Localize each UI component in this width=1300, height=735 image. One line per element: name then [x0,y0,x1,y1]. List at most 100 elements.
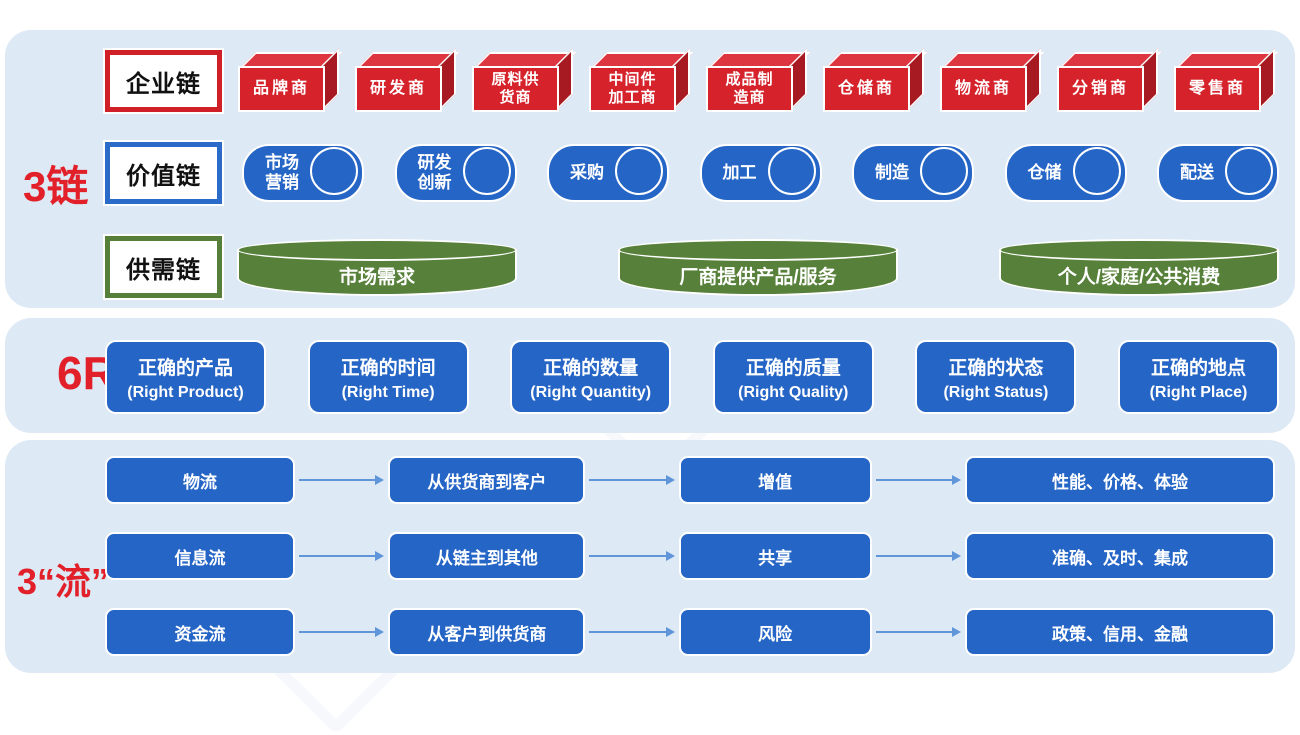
cylinder-cap [1072,147,1121,195]
six-r-en-label: (Right Quantity) [530,383,652,401]
cylinder-delivery: 配送 [1157,144,1279,202]
six-r-box-time: 正确的时间 (Right Time) [307,340,469,414]
disc-top-ellipse [237,238,517,261]
flow-feature-box: 共享 [678,532,872,580]
cylinder-label: 加工 [722,163,757,183]
disc-top-ellipse [999,238,1279,261]
six-r-en-label: (Right Time) [341,383,435,401]
six-r-en-label: (Right Product) [127,383,244,401]
enterprise-chain-label: 企业链 [105,50,222,112]
flow-path-box: 从供货商到客户 [388,456,586,504]
six-r-panel: 6R 正确的产品(Right Product) 正确的时间(Right Time… [5,318,1295,433]
box-label: 品牌商 [238,66,325,112]
flow-path-box: 从客户到供货商 [388,608,586,656]
enterprise-box-warehousing: 仓储商 [823,48,928,112]
box-label: 研发商 [355,66,442,112]
box-label: 物流商 [940,66,1027,112]
enterprise-box-retail: 零售商 [1174,48,1279,112]
cylinder-label: 制造 [875,163,909,183]
cylinder-manufacturing: 制造 [852,144,974,202]
three-flows-panel: 3“流” 物流 从供货商到客户 增值 性能、价格、体验 信息流 从链主到其他 共… [5,440,1295,673]
supply-demand-chain-label: 供需链 [105,236,222,298]
cylinder-label: 配送 [1180,163,1214,183]
six-r-cn-label: 正确的地点 [1150,357,1246,379]
flow-name-box: 资金流 [105,608,295,656]
three-chains-heading: 3链 [23,163,89,210]
flow-name-box: 信息流 [105,532,295,580]
supply-demand-chain-row: 供需链 市场需求 厂商提供产品/服务 个人/家庭/公共消费 [105,236,1279,298]
enterprise-box-intermediate: 中间件 加工商 [589,48,694,112]
enterprise-box-raw-material: 原料供 货商 [472,48,577,112]
six-r-en-label: (Right Status) [943,383,1049,401]
three-chains-panel: 3链 企业链 品牌商 研发商 原料供 货商 中间件 加工商 成品制 造商 仓储商… [5,30,1295,308]
cylinder-cap [920,147,968,195]
six-r-en-label: (Right Place) [1149,383,1248,401]
flow-attributes-box: 准确、及时、集成 [964,532,1275,580]
box-label: 仓储商 [823,66,910,112]
cylinder-cap [462,147,511,195]
cylinder-warehousing: 仓储 [1004,144,1127,202]
box-label: 中间件 加工商 [589,66,676,112]
supply-demand-discs: 市场需求 厂商提供产品/服务 个人/家庭/公共消费 [237,238,1279,296]
value-chain-label: 价值链 [105,142,222,204]
box-label: 原料供 货商 [472,66,559,112]
six-r-box-quantity: 正确的数量 (Right Quantity) [510,340,672,414]
six-r-en-label: (Right Quality) [738,383,849,401]
enterprise-chain-boxes: 品牌商 研发商 原料供 货商 中间件 加工商 成品制 造商 仓储商 物流商 分销… [238,48,1279,112]
right-arrow-icon [872,551,965,561]
right-arrow-icon [295,627,388,637]
six-r-cn-label: 正确的质量 [745,357,841,379]
disc-consumption: 个人/家庭/公共消费 [999,238,1279,296]
enterprise-box-logistics: 物流商 [940,48,1045,112]
cylinder-label: 研发 创新 [417,153,452,192]
right-arrow-icon [295,475,388,485]
disc-market-demand: 市场需求 [237,238,517,296]
disc-top-ellipse [618,238,898,261]
six-r-box-product: 正确的产品 (Right Product) [105,340,266,414]
cylinder-cap [615,147,663,195]
six-r-box-status: 正确的状态 (Right Status) [915,340,1077,414]
flow-name-box: 物流 [105,456,295,504]
right-arrow-icon [295,551,388,561]
right-arrow-icon [585,551,678,561]
cylinder-label: 采购 [570,163,604,183]
enterprise-box-brand: 品牌商 [238,48,343,112]
six-r-cn-label: 正确的产品 [137,357,233,379]
cylinder-cap [1225,147,1273,195]
cylinder-processing: 加工 [699,144,822,202]
right-arrow-icon [872,475,965,485]
flow-row-logistics: 物流 从供货商到客户 增值 性能、价格、体验 [105,456,1275,504]
six-r-cn-label: 正确的时间 [340,357,436,379]
right-arrow-icon [585,627,678,637]
flow-path-box: 从链主到其他 [388,532,586,580]
flow-row-capital: 资金流 从客户到供货商 风险 政策、信用、金融 [105,608,1275,656]
six-r-cn-label: 正确的状态 [948,357,1044,379]
six-r-box-quality: 正确的质量 (Right Quality) [712,340,874,414]
cylinder-label: 仓储 [1027,163,1062,183]
enterprise-box-distribution: 分销商 [1057,48,1162,112]
cylinder-cap [310,147,358,195]
cylinder-label: 市场 营销 [265,153,299,192]
six-r-cn-label: 正确的数量 [543,357,639,379]
six-r-row: 正确的产品 (Right Product) 正确的时间 (Right Time) 正… [105,340,1279,414]
flow-attributes-box: 性能、价格、体验 [964,456,1275,504]
cylinder-cap [767,147,816,195]
cylinder-marketing: 市场 营销 [242,144,364,202]
right-arrow-icon [585,475,678,485]
flow-feature-box: 风险 [678,608,872,656]
flow-attributes-box: 政策、信用、金融 [964,608,1275,656]
disc-manufacturer-products: 厂商提供产品/服务 [618,238,898,296]
enterprise-box-rnd: 研发商 [355,48,460,112]
three-flows-heading: 3“流” [17,561,110,602]
flow-row-information: 信息流 从链主到其他 共享 准确、及时、集成 [105,532,1275,580]
box-label: 零售商 [1174,66,1261,112]
box-label: 分销商 [1057,66,1144,112]
value-chain-row: 价值链 市场 营销 研发 创新 采购 加工 制造 仓储 配送 [105,142,1279,204]
box-label: 成品制 造商 [706,66,793,112]
cylinder-rnd-innovation: 研发 创新 [394,144,517,202]
cylinder-procurement: 采购 [547,144,669,202]
enterprise-box-finished-goods: 成品制 造商 [706,48,811,112]
right-arrow-icon [872,627,965,637]
enterprise-chain-row: 企业链 品牌商 研发商 原料供 货商 中间件 加工商 成品制 造商 仓储商 物流… [105,48,1279,112]
six-r-box-place: 正确的地点 (Right Place) [1117,340,1279,414]
